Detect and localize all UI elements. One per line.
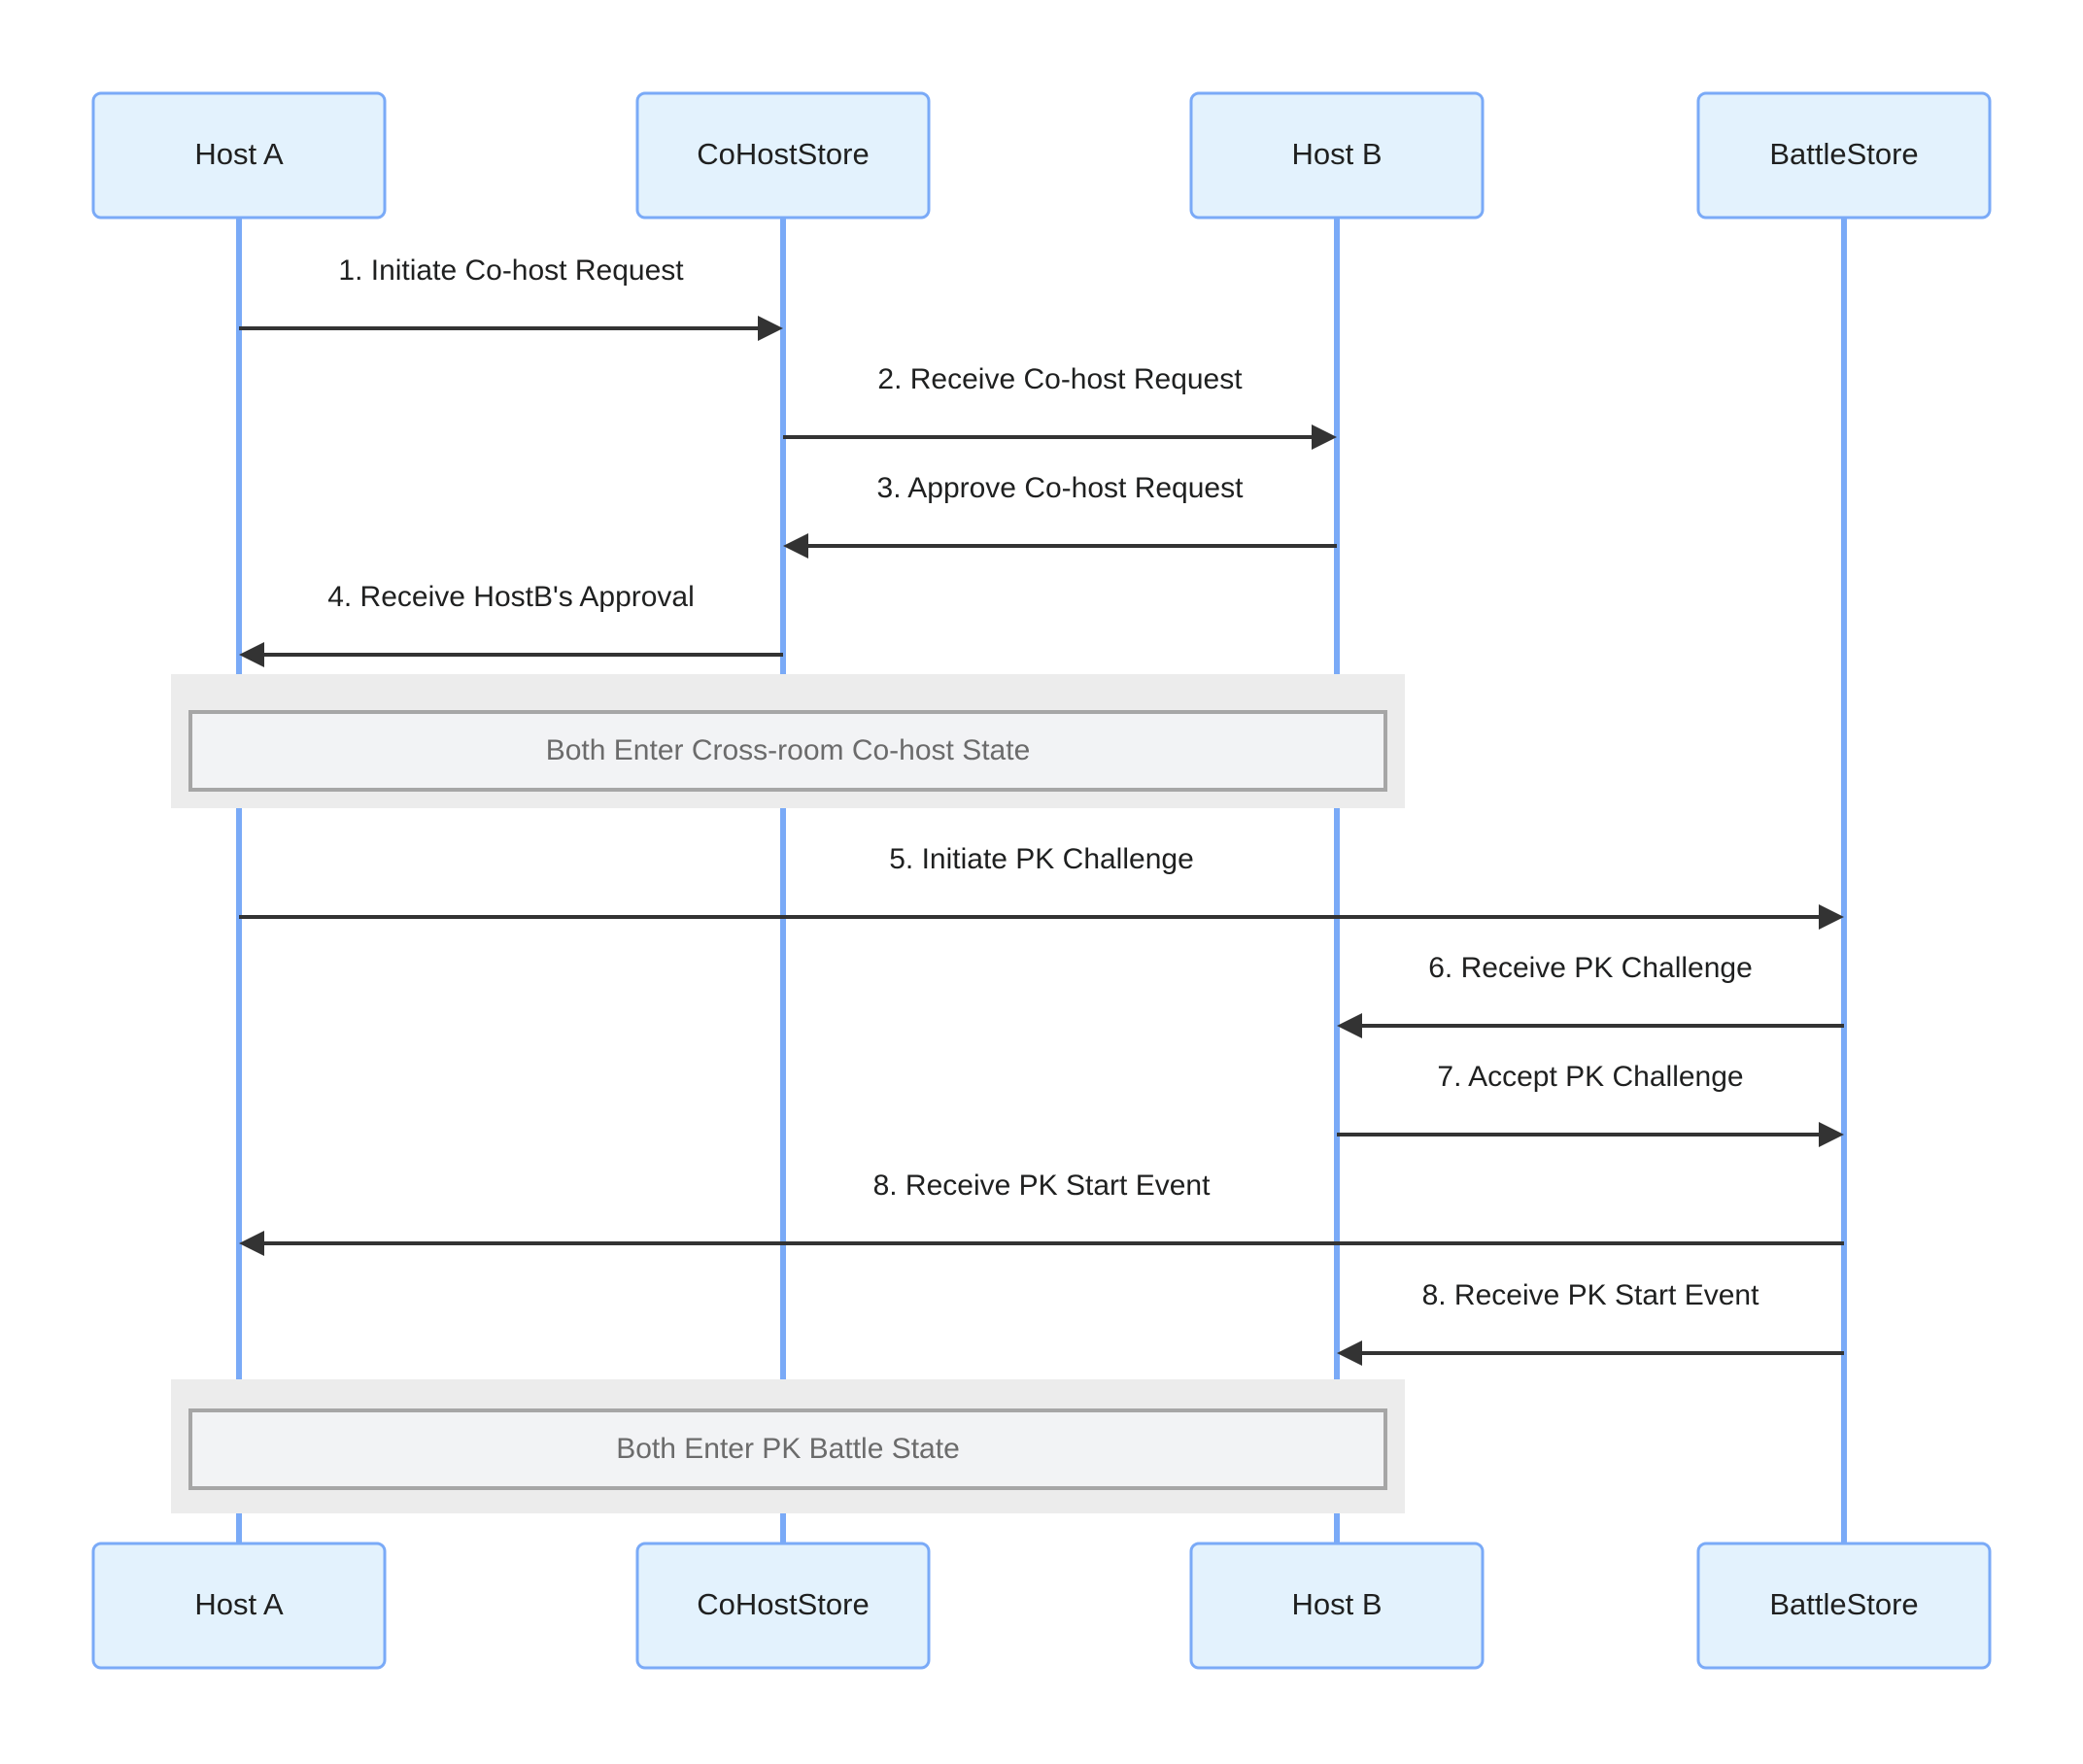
message-arrowhead-1 [758, 316, 783, 341]
actor-label-bottom-hostA: Host A [194, 1587, 284, 1621]
actor-box-bottom-hostA[interactable] [91, 1542, 387, 1670]
message-label-4: 4. Receive HostB's Approval [327, 581, 695, 613]
note-pk-box [188, 1408, 1387, 1490]
message-label-3: 3. Approve Co-host Request [877, 472, 1245, 504]
message-label-7: 7. Accept PK Challenge [1437, 1061, 1743, 1093]
message-arrowhead-5 [1819, 904, 1844, 930]
message-arrowhead-2 [1312, 424, 1337, 450]
actor-box-bottom-battleStore[interactable] [1696, 1542, 1992, 1670]
actor-label-top-hostB: Host B [1291, 137, 1382, 171]
actor-label-top-battleStore: BattleStore [1769, 137, 1918, 171]
message-label-6: 6. Receive PK Challenge [1428, 952, 1753, 984]
actor-box-top-hostB[interactable] [1189, 91, 1485, 220]
message-label-8: 8. Receive PK Start Event [873, 1170, 1211, 1202]
message-arrowhead-8 [239, 1231, 264, 1256]
actor-box-top-battleStore[interactable] [1696, 91, 1992, 220]
note-pk-label: Both Enter PK Battle State [616, 1433, 960, 1465]
message-arrowhead-9 [1337, 1340, 1362, 1366]
message-arrowhead-4 [239, 642, 264, 667]
actor-label-top-hostA: Host A [194, 137, 284, 171]
actor-label-bottom-hostB: Host B [1291, 1587, 1382, 1621]
actor-box-bottom-hostB[interactable] [1189, 1542, 1485, 1670]
message-arrowhead-3 [783, 533, 808, 559]
note-cohost-box [188, 710, 1387, 792]
actor-box-bottom-coHostStore[interactable] [635, 1542, 931, 1670]
message-arrowhead-6 [1337, 1013, 1362, 1038]
lifelines-layer [236, 218, 1847, 1544]
actor-box-top-hostA[interactable] [91, 91, 387, 220]
actor-label-bottom-battleStore: BattleStore [1769, 1587, 1918, 1621]
message-label-1: 1. Initiate Co-host Request [338, 254, 684, 287]
actor-label-bottom-coHostStore: CoHostStore [697, 1587, 869, 1621]
notes-layer: Both Enter Cross-room Co-host StateBoth … [171, 674, 1405, 1513]
message-label-9: 8. Receive PK Start Event [1422, 1279, 1759, 1311]
message-arrowhead-7 [1819, 1122, 1844, 1147]
messages-layer: 1. Initiate Co-host Request 2. Receive Co… [239, 254, 1844, 1366]
actor-label-top-coHostStore: CoHostStore [697, 137, 869, 171]
message-label-5: 5. Initiate PK Challenge [889, 843, 1194, 875]
note-cohost-label: Both Enter Cross-room Co-host State [546, 734, 1031, 766]
actor-box-top-coHostStore[interactable] [635, 91, 931, 220]
message-label-2: 2. Receive Co-host Request [877, 363, 1243, 395]
